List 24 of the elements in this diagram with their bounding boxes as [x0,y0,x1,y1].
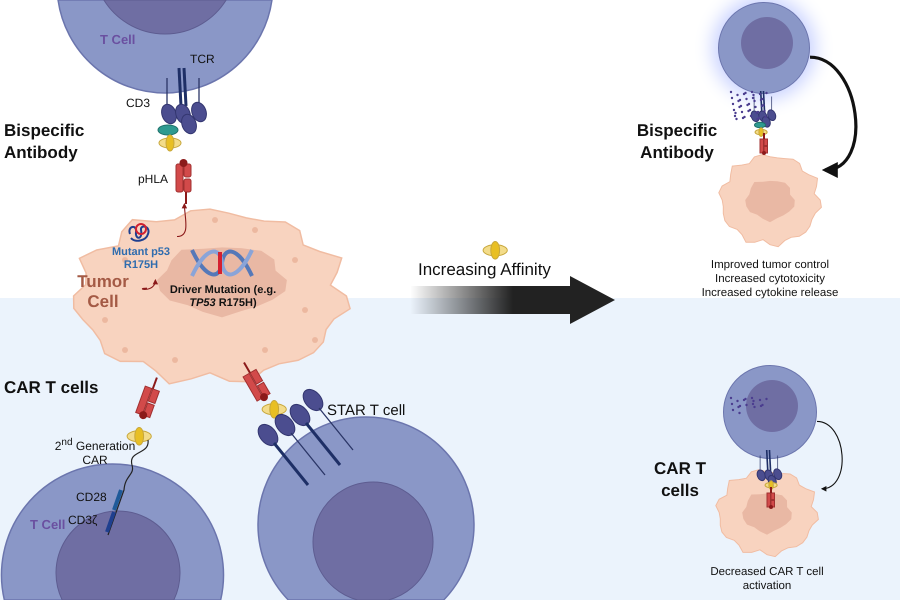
molecule-label: CD3 [126,96,150,110]
protein-label: Mutant p53 R175H [110,246,172,272]
arrow [810,56,858,176]
molecule-label: TCR [190,52,215,66]
cell-label: Tumor Cell [76,272,130,312]
arrow-label: Increasing Affinity [418,260,551,280]
outcome-text: Decreased CAR T cell activation [709,565,825,593]
section-title: CAR T cells [4,378,98,398]
molecule-label: CD28 [76,490,107,504]
cell-label: STAR T cell [327,402,406,419]
section-title: Bispecific Antibody [4,120,86,164]
section-title: CAR T cells [653,458,707,502]
molecule-label: CD3ζ [68,513,98,527]
arrow [816,420,843,491]
outcome-text: Increased cytokine release [700,286,840,300]
mutation-label: Driver Mutation (e.g. TP53 R175H) [169,284,277,310]
arrow [142,278,158,290]
cell-label: T Cell [30,517,66,532]
outcome-text: Increased cytotoxicity [714,272,826,286]
outcome-text: Improved tumor control [710,258,830,272]
cell-label: T Cell [100,32,136,47]
section-title: Bispecific Antibody [636,120,718,164]
receptor-label: pHLA [138,172,168,186]
molecule-label: 2$^{nd}$ Generation CAR [54,436,136,467]
